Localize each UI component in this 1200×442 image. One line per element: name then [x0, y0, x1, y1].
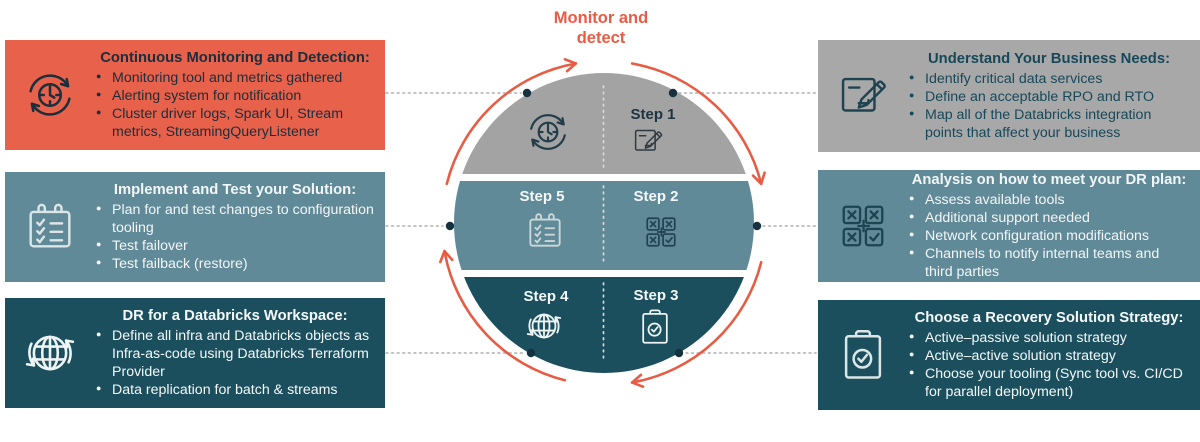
- connector-dots: [445, 88, 762, 358]
- box-title: DR for a Databricks Workspace:: [122, 307, 348, 324]
- bullet-item: Additional support needed: [908, 209, 1190, 227]
- cycle-arrow-arcs: [439, 58, 766, 388]
- bullet-item: Identify critical data services: [908, 70, 1190, 88]
- bullet-list: Monitoring tool and metrics gathered Ale…: [95, 69, 375, 141]
- info-box-dr-workspace: DR for a Databricks Workspace: Define al…: [5, 298, 385, 408]
- step-2-label: Step 2: [633, 188, 679, 205]
- bullet-item: Map all of the Databricks integration po…: [908, 106, 1190, 142]
- edit-icon: [630, 123, 666, 159]
- clipboard-check-icon: [818, 325, 908, 385]
- bullet-item: Plan for and test changes to configurati…: [95, 201, 375, 237]
- bullet-item: Monitoring tool and metrics gathered: [95, 69, 375, 87]
- bullet-item: Test failover: [95, 237, 375, 255]
- bullet-item: Channels to notify internal teams and th…: [908, 245, 1190, 281]
- cycle-title-line2: detect: [576, 29, 626, 48]
- box-title: Implement and Test your Solution:: [113, 181, 357, 198]
- monitor-cycle-icon: [522, 106, 574, 158]
- checklist-icon: [5, 198, 95, 256]
- decision-matrix-icon: [818, 198, 908, 254]
- globe-sync-icon: [522, 304, 566, 348]
- info-box-recovery-strategy: Choose a Recovery Solution Strategy: Act…: [818, 300, 1200, 410]
- globe-sync-icon: [5, 322, 95, 384]
- bullet-list: Active–passive solution strategy Active–…: [908, 329, 1190, 401]
- bullet-item: Active–passive solution strategy: [908, 329, 1190, 347]
- box-title: Understand Your Business Needs:: [927, 50, 1171, 67]
- info-box-continuous-monitoring: Continuous Monitoring and Detection: Mon…: [5, 40, 385, 150]
- box-title: Analysis on how to meet your DR plan:: [911, 171, 1187, 188]
- checklist-icon: [523, 209, 567, 253]
- bullet-item: Test failback (restore): [95, 255, 375, 273]
- info-box-implement-test: Implement and Test your Solution: Plan f…: [5, 172, 385, 282]
- bullet-item: Define an acceptable RPO and RTO: [908, 88, 1190, 106]
- info-box-business-needs: Understand Your Business Needs: Identify…: [818, 40, 1200, 152]
- bullet-item: Network configuration modifications: [908, 227, 1190, 245]
- bullet-item: Choose your tooling (Sync tool vs. CI/CD…: [908, 365, 1190, 401]
- step-3-label: Step 3: [633, 287, 679, 304]
- bullet-item: Alerting system for notification: [95, 87, 375, 105]
- cycle-title-line1: Monitor and: [553, 9, 649, 27]
- bullet-item: Data replication for batch & streams: [95, 381, 375, 399]
- bullet-item: Assess available tools: [908, 191, 1190, 209]
- bullet-item: Cluster driver logs, Spark UI, Stream me…: [95, 105, 375, 141]
- cycle-bands: [454, 73, 754, 373]
- box-title: Continuous Monitoring and Detection:: [100, 49, 370, 66]
- step-1-label: Step 1: [630, 106, 676, 123]
- info-box-dr-plan-analysis: Analysis on how to meet your DR plan: As…: [818, 170, 1200, 282]
- step-5-label: Step 5: [519, 188, 565, 205]
- cycle-title: Monitor and detect: [554, 8, 648, 48]
- monitor-cycle-icon: [5, 65, 95, 125]
- bullet-list: Assess available tools Additional suppor…: [908, 191, 1190, 281]
- decision-matrix-icon: [641, 212, 681, 252]
- bullet-item: Active–active solution strategy: [908, 347, 1190, 365]
- bullet-item: Define all infra and Databricks objects …: [95, 327, 375, 381]
- bullet-list: Define all infra and Databricks objects …: [95, 327, 375, 399]
- clipboard-check-icon: [634, 306, 676, 348]
- step-4-label: Step 4: [523, 288, 569, 305]
- bullet-list: Identify critical data services Define a…: [908, 70, 1190, 142]
- box-title: Choose a Recovery Solution Strategy:: [914, 309, 1184, 326]
- edit-icon: [818, 67, 908, 125]
- bullet-list: Plan for and test changes to configurati…: [95, 201, 375, 273]
